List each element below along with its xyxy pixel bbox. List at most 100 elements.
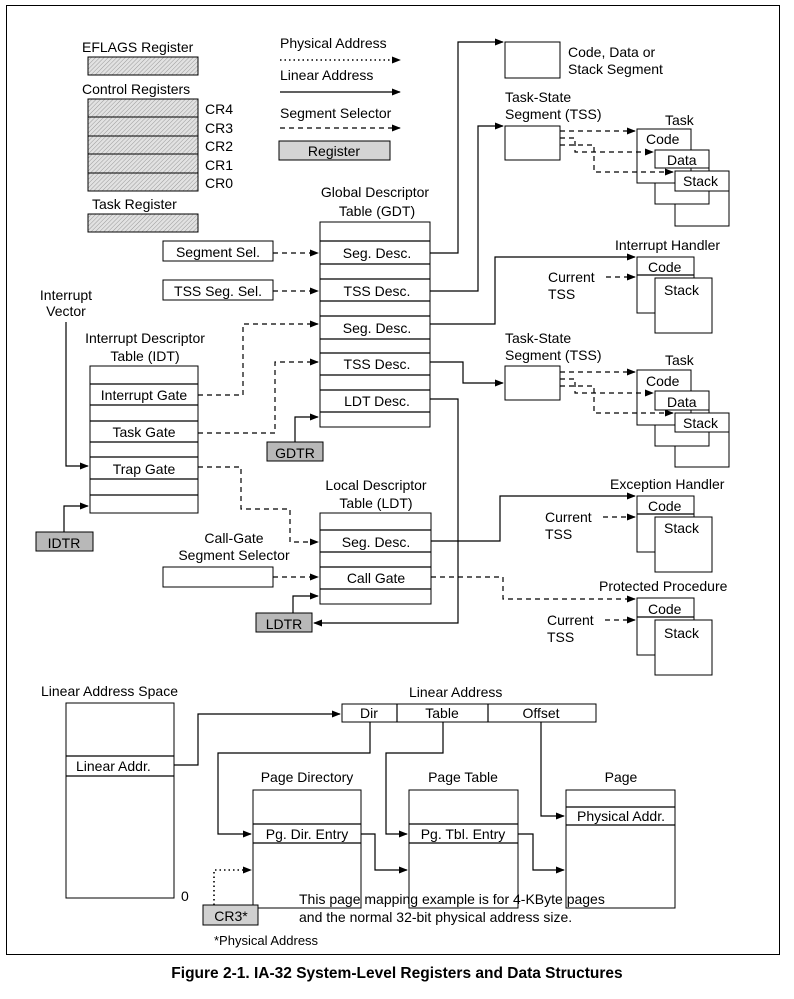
page-box: Physical Addr. xyxy=(565,789,676,909)
protected-procedure-code: Code xyxy=(648,601,682,617)
idt-title-line1: Interrupt Descriptor xyxy=(85,330,205,346)
cr4-register xyxy=(87,98,199,118)
pg-dir-entry: Pg. Dir. Entry xyxy=(266,826,348,842)
pg-tbl-entry-to-page-arrow xyxy=(518,833,565,874)
legend-register-box xyxy=(278,140,391,161)
interrupt-handler-title: Interrupt Handler xyxy=(615,237,720,253)
physical-address-footnote: *Physical Address xyxy=(214,933,319,948)
tss1-title-line2: Segment (TSS) xyxy=(505,106,601,122)
linear-addr-entry: Linear Addr. xyxy=(76,758,151,774)
cr3-register xyxy=(87,116,199,137)
cr0-label: CR0 xyxy=(205,175,233,191)
gdtr-label: GDTR xyxy=(275,445,315,461)
trap-gate-arrow xyxy=(198,466,319,546)
task-register-label: Task Register xyxy=(92,196,177,212)
tss-desc-to-tss1-arrow xyxy=(430,122,504,292)
task1-label: Task xyxy=(665,112,695,128)
tss1-title-line1: Task-State xyxy=(505,89,571,105)
cr1-label: CR1 xyxy=(205,157,233,173)
task1-data: Data xyxy=(667,152,697,168)
linear-address-space-title: Linear Address Space xyxy=(41,683,178,699)
gdt-entry-seg-desc-2: Seg. Desc. xyxy=(343,320,411,336)
gdt-table: Global Descriptor Table (GDT) Seg. Desc.… xyxy=(319,184,431,428)
seg-desc-to-segment-arrow xyxy=(430,38,504,254)
interrupt-current: Current xyxy=(548,269,595,285)
task-register xyxy=(87,213,199,233)
pg-tbl-entry: Pg. Tbl. Entry xyxy=(421,826,506,842)
idtr-to-idt-arrow xyxy=(63,502,89,532)
task2-data: Data xyxy=(667,394,697,410)
task2-label: Task xyxy=(665,352,695,368)
page-table: Pg. Tbl. Entry xyxy=(408,789,519,909)
cr3-label: CR3* xyxy=(214,908,248,924)
gdt-title-line2: Table (GDT) xyxy=(339,203,415,219)
control-registers-label: Control Registers xyxy=(82,81,190,97)
exception-handler-code: Code xyxy=(648,498,682,514)
tss2-box xyxy=(504,365,561,401)
protected-procedure-stack: Stack xyxy=(664,625,700,641)
tss2-stack-arrow xyxy=(560,385,674,417)
seg-desc-to-interrupt-handler xyxy=(430,253,636,325)
page-title: Page xyxy=(605,769,638,785)
ldt-seg-desc-to-exception-handler xyxy=(431,492,636,542)
idt-entry-trap-gate: Trap Gate xyxy=(113,461,176,477)
table-to-page-table-arrow xyxy=(385,722,444,838)
cr3-register-box xyxy=(202,904,259,926)
tss2-title-line2: Segment (TSS) xyxy=(505,347,601,363)
protected-current: Current xyxy=(547,612,594,628)
paging-note-line1: This page mapping example is for 4-KByte… xyxy=(299,891,605,907)
ldt-desc-to-ldtr-arrow xyxy=(313,398,459,627)
linear-address-title: Linear Address xyxy=(409,684,502,700)
cr3-to-page-directory-arrow xyxy=(213,866,252,905)
protected-procedure-title: Protected Procedure xyxy=(599,578,728,594)
ldt-table: Seg. Desc. Call Gate xyxy=(319,512,432,605)
gdt-entry-ldt-desc: LDT Desc. xyxy=(344,393,410,409)
exception-handler-stack: Stack xyxy=(664,520,700,536)
pg-dir-entry-to-page-table-arrow xyxy=(361,833,408,874)
ldtr-label: LDTR xyxy=(266,616,303,632)
cr1-register xyxy=(87,153,199,174)
segment-selector-box xyxy=(162,240,274,262)
idt-entry-interrupt-gate: Interrupt Gate xyxy=(101,387,188,403)
legend-lines: Physical Address Linear Address Segment … xyxy=(278,35,401,161)
tss-desc-to-tss2-arrow xyxy=(430,361,504,387)
ldt-title-line2: Table (LDT) xyxy=(339,495,412,511)
gdt-entry-tss-desc-1: TSS Desc. xyxy=(344,283,411,299)
call-gate-selector-box xyxy=(162,566,274,588)
linear-address-space: Linear Addr. xyxy=(65,702,175,899)
legend-segment-selector: Segment Selector xyxy=(280,105,392,121)
exception-handler-title: Exception Handler xyxy=(610,476,725,492)
paging-note-line2: and the normal 32-bit physical address s… xyxy=(299,909,572,925)
call-gate-to-protected-procedure xyxy=(431,576,636,603)
page-table-title: Page Table xyxy=(428,769,498,785)
eflags-register xyxy=(87,56,199,76)
call-gate-selector-line2: Segment Selector xyxy=(178,547,290,563)
cr2-label: CR2 xyxy=(205,138,233,154)
physical-addr-entry: Physical Addr. xyxy=(577,808,665,824)
gdt-title-line1: Global Descriptor xyxy=(321,184,429,200)
code-data-stack-segment-box xyxy=(504,41,561,79)
ldtr-to-ldt-arrow xyxy=(292,592,319,613)
task1-code: Code xyxy=(646,131,680,147)
field-offset: Offset xyxy=(522,705,559,721)
page-directory: Pg. Dir. Entry xyxy=(252,789,362,909)
cr0-register xyxy=(87,172,199,192)
exception-handler-segments: Code Stack xyxy=(636,495,713,573)
task2-code: Code xyxy=(646,373,680,389)
cr3-label: CR3 xyxy=(205,120,233,136)
exception-current: Current xyxy=(545,509,592,525)
task2-segments: Code Data Stack xyxy=(636,369,730,468)
idt-table: Interrupt Gate Task Gate Trap Gate xyxy=(89,365,199,514)
linear-address-fields: Dir Table Offset xyxy=(341,703,597,723)
task1-stack: Stack xyxy=(683,173,719,189)
gdt-entry-tss-desc-2: TSS Desc. xyxy=(344,356,411,372)
segment-selector-label: Segment Sel. xyxy=(176,244,260,260)
code-data-stack-line2: Stack Segment xyxy=(568,61,663,77)
legend-physical-address: Physical Address xyxy=(280,35,387,51)
legend-linear-address: Linear Address xyxy=(280,67,373,83)
gdt-entry-seg-desc-1: Seg. Desc. xyxy=(343,245,411,261)
cr2-register xyxy=(87,135,199,155)
offset-to-page-arrow xyxy=(540,722,565,820)
interrupt-tss: TSS xyxy=(548,286,575,302)
